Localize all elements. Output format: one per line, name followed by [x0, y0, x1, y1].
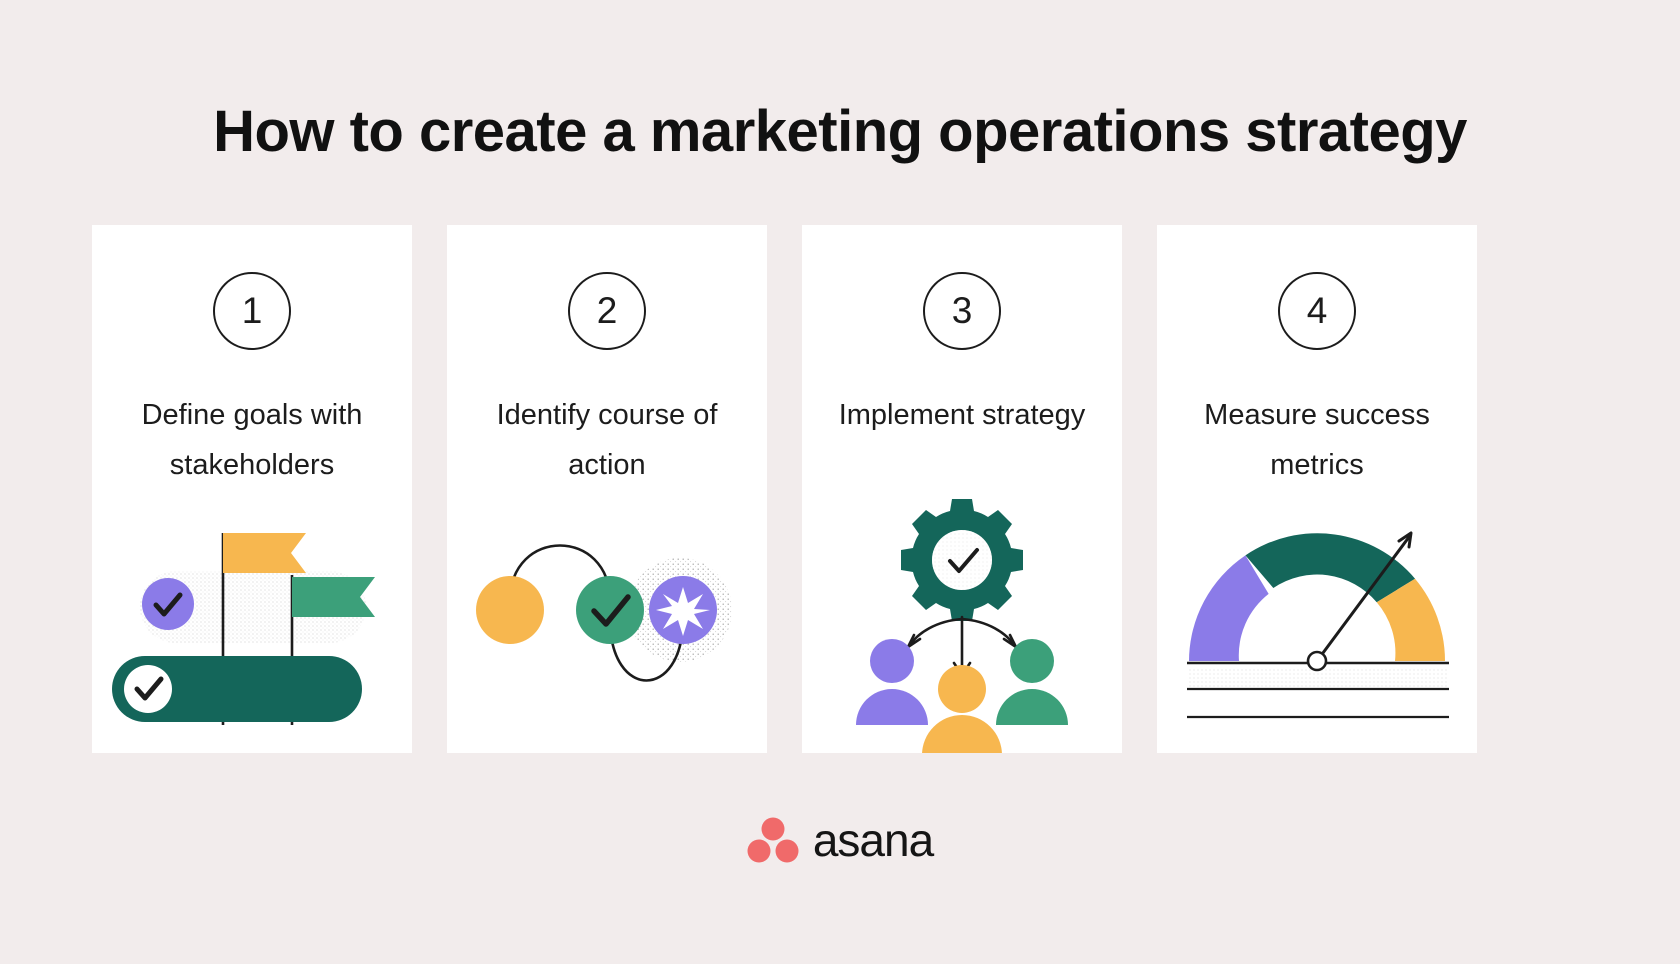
steps-card-grid: 1 Define goals with stakeholders [92, 225, 1477, 753]
step-card-4: 4 Measure success metrics [1157, 225, 1477, 753]
step-number-badge-2: 2 [568, 272, 646, 350]
person-green-icon [996, 639, 1068, 725]
page-title: How to create a marketing operations str… [213, 99, 1467, 164]
step-number-badge-4: 4 [1278, 272, 1356, 350]
asana-logo: asana [0, 795, 1680, 885]
asana-wordmark: asana [812, 814, 934, 866]
step-label-2: Identify course of action [496, 399, 718, 481]
step-number-badge-3: 3 [923, 272, 1001, 350]
step-card-2: 2 Identify course of action [447, 225, 767, 753]
step-number-badge-1: 1 [213, 272, 291, 350]
person-purple-icon [856, 639, 928, 725]
gauge-meter-illustration [1187, 531, 1449, 719]
step-card-3: 3 Implement strategy [802, 225, 1122, 753]
gear-icon [901, 499, 1023, 621]
step-card-1: 1 Define goals with stakeholders [92, 225, 412, 753]
step-label-3: Implement strategy [838, 399, 1086, 431]
connected-nodes-illustration [476, 544, 732, 682]
gear-and-team-illustration [856, 499, 1068, 753]
goal-flags-illustration [112, 533, 375, 725]
step-label-1: Define goals with stakeholders [141, 399, 363, 481]
person-orange-icon [922, 665, 1002, 753]
step-label-4: Measure success metrics [1204, 399, 1430, 481]
asana-logo-mark [747, 817, 799, 863]
